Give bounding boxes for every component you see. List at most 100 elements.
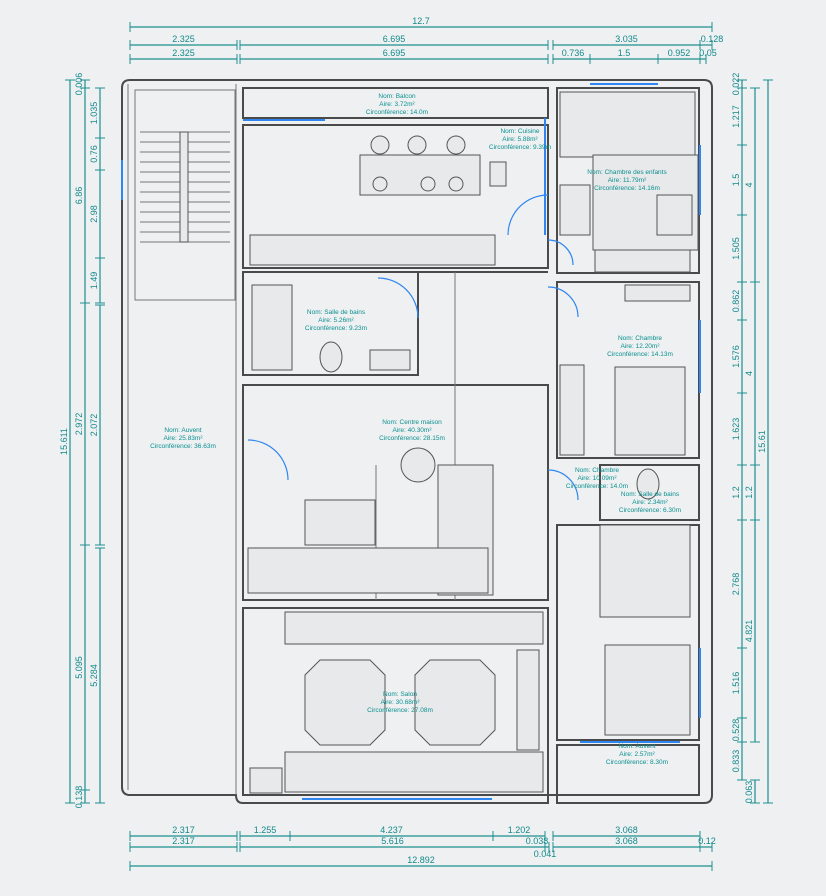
dimension-value: 2.98	[89, 205, 99, 223]
room-name: Nom: Chambre	[618, 335, 662, 342]
dimension-line: 1.49	[89, 257, 105, 304]
dimension-line: 2.317	[129, 825, 238, 841]
dimension-value: 12.892	[407, 855, 435, 865]
room-perimeter: Circonférence: 9.23m	[305, 325, 367, 332]
dimension-line: 1.516	[731, 647, 747, 719]
doors	[247, 194, 579, 501]
room-name: Nom: Salle de bains	[621, 491, 680, 498]
dimension-line: 6.695	[239, 48, 549, 64]
dimension-value: 0.952	[668, 48, 691, 58]
dimension-value: 0.063	[744, 781, 754, 804]
dimension-line: 1.217	[731, 87, 747, 146]
room-area: Aire: 40.30m²	[392, 427, 432, 434]
dimension-line: 15.61	[757, 79, 773, 804]
dimension-line: 1.202	[492, 825, 546, 841]
room-name: Nom: Centre maison	[382, 419, 442, 426]
room-name: Nom: Auvent	[618, 743, 655, 750]
dimension-value: 2.325	[172, 34, 195, 44]
dimension-line: 15.611	[59, 79, 75, 804]
dimension-value: 0.128	[701, 34, 724, 44]
dimension-value: 5.284	[89, 664, 99, 687]
dimension-line: 1.576	[731, 319, 747, 394]
room-perimeter: Circonférence: 9.39m	[489, 144, 551, 151]
dimension-line: 1.255	[239, 825, 291, 841]
dimension-line: 0.006	[74, 73, 90, 96]
room-perimeter: Circonférence: 28.15m	[379, 435, 445, 442]
dimension-value: 1.623	[731, 418, 741, 441]
room-area: Aire: 5.26m²	[318, 317, 354, 324]
dimension-value: 3.068	[615, 825, 638, 835]
dimension-value: 4.237	[380, 825, 403, 835]
room-perimeter: Circonférence: 27.08m	[367, 707, 433, 714]
dimension-value: 1.576	[731, 345, 741, 368]
dimension-line: 0.12	[698, 836, 716, 852]
dimension-value: 2.972	[74, 413, 84, 436]
room-area: Aire: 5.88m²	[502, 136, 538, 143]
room-area: Aire: 12.20m²	[620, 343, 660, 350]
dimension-line: 2.325	[129, 48, 238, 64]
dimension-value: 4	[744, 182, 754, 187]
dimension-value: 0.833	[731, 750, 741, 773]
dimension-value: 2.072	[89, 414, 99, 437]
dimension-line: 1.623	[731, 392, 747, 466]
dimension-value: 1.255	[254, 825, 277, 835]
dimension-line: 2.317	[129, 836, 238, 852]
dimension-value: 1.217	[731, 105, 741, 128]
dimension-line: 1.5	[589, 48, 659, 64]
dimension-value: 0.022	[731, 73, 741, 96]
dimension-line: 2.325	[129, 34, 238, 50]
room-perimeter: Circonférence: 36.63m	[150, 443, 216, 450]
room-name: Nom: Salon	[383, 691, 417, 698]
dimension-line: 6.695	[239, 34, 549, 50]
dimension-line: 1.035	[89, 87, 105, 139]
room-area: Aire: 3.72m²	[379, 101, 415, 108]
room-name: Nom: Cuisine	[500, 128, 539, 135]
dimension-value: 15.61	[757, 430, 767, 453]
dimension-value: 1.505	[731, 237, 741, 260]
dimension-line: 0.138	[74, 786, 90, 808]
dimension-value: 6.695	[383, 48, 406, 58]
room-name: Nom: Chambre	[575, 467, 619, 474]
dimension-value: 1.035	[89, 102, 99, 125]
dimension-value: 1.5	[731, 174, 741, 187]
dimension-line: 0.952	[657, 48, 701, 64]
dimension-line: 0.833	[731, 741, 747, 781]
dimension-line: 2.98	[89, 169, 105, 259]
dimension-value: 3.035	[615, 34, 638, 44]
dimension-value: 3.068	[615, 836, 638, 846]
stairs	[134, 89, 236, 301]
room-name: Nom: Balcon	[378, 93, 416, 100]
dimension-line: 4.821	[744, 519, 760, 743]
room-area: Aire: 2.57m²	[619, 751, 655, 758]
dimension-line: 2.072	[89, 304, 105, 546]
dimension-line: 3.068	[552, 836, 701, 852]
room-area: Aire: 30.68m²	[380, 699, 420, 706]
room-perimeter: Circonférence: 8.30m	[606, 759, 668, 766]
dimension-value: 0.038	[526, 836, 549, 846]
dimension-line: 5.095	[74, 544, 90, 791]
building-outline	[121, 79, 713, 804]
dimension-value: 0.736	[562, 48, 585, 58]
dimension-line: 1.505	[731, 214, 747, 283]
dimension-line: 0.76	[89, 137, 105, 171]
furniture	[247, 91, 699, 794]
dimension-line: 1.5	[731, 144, 747, 216]
room-area: Aire: 10.09m²	[577, 475, 617, 482]
dimension-value: 6.695	[383, 34, 406, 44]
dimension-value: 0.041	[534, 849, 557, 859]
dimension-value: 0.006	[74, 73, 84, 96]
dimension-line: 5.284	[89, 547, 105, 804]
dimension-value: 0.862	[731, 290, 741, 313]
dimension-line: 1.2	[744, 464, 760, 521]
